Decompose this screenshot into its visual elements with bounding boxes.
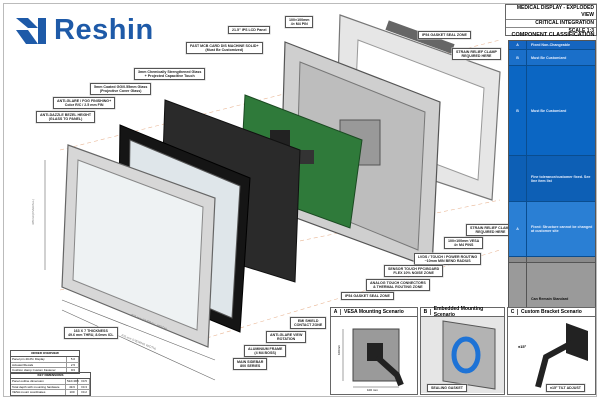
cell: Actuator/Decals bbox=[11, 362, 67, 367]
row-label: Must Be Customized bbox=[531, 108, 567, 113]
cell: ±0.3 bbox=[78, 384, 90, 389]
row-key: B bbox=[509, 50, 527, 65]
tilt-adjust-label: ±15° TILT ADJUST bbox=[546, 384, 585, 393]
sealing-gasket-label: SEALING GASKET bbox=[427, 384, 467, 393]
classification-row: A Fixed Non-Changeable bbox=[509, 41, 595, 50]
scenario-title: VESA Mounting Scenario bbox=[344, 309, 404, 315]
callout-cover-glass: 5mm Coated GG/0.55mm Glass(Projective Co… bbox=[90, 83, 152, 96]
row-label: Must Be Customized bbox=[531, 55, 567, 60]
scenario-title: Custom Bracket Scenario bbox=[521, 309, 582, 315]
bracket-mount-illustration bbox=[535, 323, 588, 388]
scale-line: SCALE 1:3 bbox=[568, 28, 594, 34]
callout-bezel-height: ANTI-DAZZLE BEZEL HEIGHT(GLASS TO PANEL) bbox=[36, 111, 96, 124]
table-title: ORDER OVERVIEW bbox=[11, 351, 79, 357]
callout-aluminium-frame: ALUMINIUM FRAME(4 M4 BOSS) bbox=[244, 345, 287, 358]
cell: 522×305 bbox=[67, 379, 79, 384]
embedded-mount-illustration bbox=[421, 317, 504, 393]
scenario-letter: B bbox=[421, 309, 431, 315]
cell: 2.5 bbox=[67, 362, 79, 367]
row-label: Fixed: Structure cannot be changed at cu… bbox=[531, 225, 593, 233]
classification-row bbox=[509, 257, 595, 263]
subtitle-line: CRITICAL INTEGRATION bbox=[506, 20, 596, 28]
vesa-dimension: 100 mm bbox=[367, 388, 378, 392]
row-key bbox=[509, 257, 527, 262]
scenario-title: Embedded Mounting Scenario bbox=[433, 306, 484, 318]
classification-row: Fine tolerance/customer fixed. See line … bbox=[509, 156, 595, 202]
classification-table: A Fixed Non-Changeable B Must Be Customize… bbox=[508, 40, 596, 336]
row-key: A bbox=[509, 41, 527, 49]
title-line: MEDICAL DISPLAY - EXPLODED VIEW bbox=[506, 5, 596, 20]
cell: Panel outline dimension bbox=[11, 379, 66, 384]
cell: Cushion clamp Custom Fastener bbox=[11, 368, 67, 373]
callout-strengthened-glass: 3mm Chemically Strengthened Glass+ Proje… bbox=[134, 68, 206, 81]
drawing-frame bbox=[3, 3, 597, 397]
vesa-side-dimension: 100mm bbox=[337, 344, 342, 356]
callout-routing: LVDS / TOUCH / POWER ROUTING~10mm MIN BE… bbox=[414, 253, 482, 266]
logo: Reshin bbox=[14, 14, 154, 47]
callout-analog-touch: ANALOG TOUCH CONNECTORS& THERMAL ROUTING… bbox=[366, 279, 430, 292]
cell: D3 bbox=[67, 368, 79, 373]
row-key bbox=[509, 263, 527, 335]
callout-mcb: FAST MCB CARD DIS MACHINE SOLID+(Must Be… bbox=[186, 42, 263, 55]
cell: 49.6 bbox=[66, 384, 78, 389]
tilt-angle: ±15° bbox=[518, 344, 527, 349]
cell: Total depth with mounting hardware bbox=[11, 384, 66, 389]
classification-title: COMPONENT CLASSIFICATION bbox=[511, 32, 595, 38]
scenario-letter: A bbox=[331, 309, 341, 315]
table-title: KEY DIMENSIONS bbox=[11, 373, 90, 379]
callout-gasket-bottom: IP54 GASKET SEAL ZONE bbox=[341, 292, 394, 301]
classification-row: B Must Be Customized bbox=[509, 50, 595, 66]
callout-lcd-panel: 21.5" IPS LCD Panel bbox=[228, 26, 271, 35]
cell: 5.0 bbox=[67, 357, 79, 362]
vesa-mount-illustration bbox=[342, 328, 404, 388]
cell: 100 bbox=[66, 390, 78, 395]
logo-text: Reshin bbox=[54, 14, 154, 46]
row-label: Can Remain Standard bbox=[531, 297, 569, 301]
row-label: Fine tolerance/customer fixed. See line … bbox=[531, 174, 591, 183]
classification-row: B Must Be Customized bbox=[509, 66, 595, 156]
dimension-height: 305mm(OVERALL) bbox=[30, 199, 35, 225]
row-key: A bbox=[509, 202, 527, 256]
scenario-letter: C bbox=[508, 309, 518, 315]
callout-gasket-top: IP54 GASKET SEAL ZONE bbox=[418, 31, 471, 40]
callout-anti-glare: ANTI-GLARE / FOG FINISHING+Color R/C / 2… bbox=[53, 97, 116, 110]
cell: Panel pin 40-Pin Display bbox=[11, 357, 67, 362]
cell: ±0.5 bbox=[78, 379, 90, 384]
title-block: MEDICAL DISPLAY - EXPLODED VIEW CRITICAL… bbox=[505, 4, 597, 36]
row-label bbox=[527, 257, 595, 262]
classification-row: A Fixed: Structure cannot be changed at c… bbox=[509, 202, 595, 257]
cell: VESA mount coordinates bbox=[11, 390, 66, 395]
row-key: B bbox=[509, 66, 527, 155]
reshin-logo-icon bbox=[16, 17, 46, 44]
row-label: Fixed Non-Changeable bbox=[531, 43, 570, 47]
cell: ±0.2 bbox=[78, 390, 90, 395]
row-key bbox=[509, 156, 527, 201]
